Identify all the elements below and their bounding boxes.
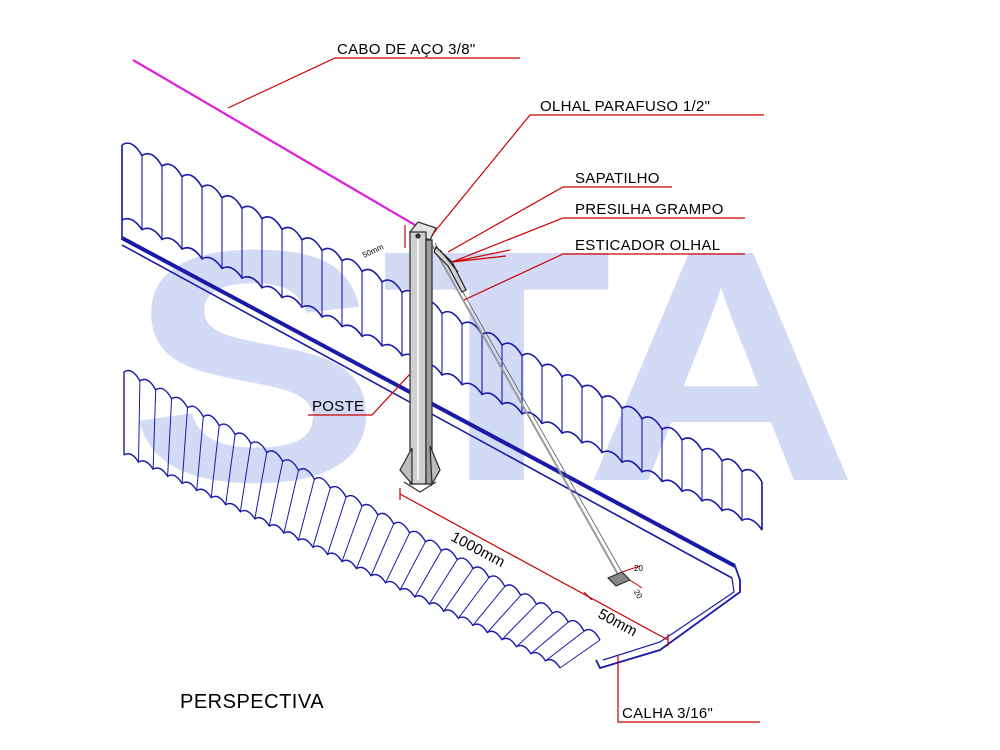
label-wire-clip: PRESILHA GRAMPO (575, 201, 724, 218)
view-title: PERSPECTIVA (180, 691, 324, 713)
upper-roof-sheet (121, 142, 763, 531)
label-thimble: SAPATILHO (575, 170, 660, 187)
plate-dim-a: 20 (634, 564, 643, 573)
label-turnbuckle: ESTICADOR OLHAL (575, 237, 720, 254)
post (399, 221, 441, 493)
dimension-lines (399, 225, 669, 646)
watermark-text: STA (128, 181, 858, 550)
dim-edge-50: 50mm (595, 606, 640, 641)
brace-cable (431, 244, 621, 579)
lower-roof-sheet (123, 369, 601, 669)
anchor-plate: 20 20 (607, 564, 645, 601)
steel-cable (132, 59, 416, 226)
plate-dim-b: 20 (632, 588, 645, 601)
leader-lines (227, 57, 764, 723)
label-steel-cable: CABO DE AÇO 3/8" (337, 41, 476, 58)
label-eyebolt: OLHAL PARAFUSO 1/2" (540, 98, 710, 115)
label-post: POSTE (312, 398, 364, 415)
label-gutter: CALHA 3/16" (622, 705, 713, 722)
